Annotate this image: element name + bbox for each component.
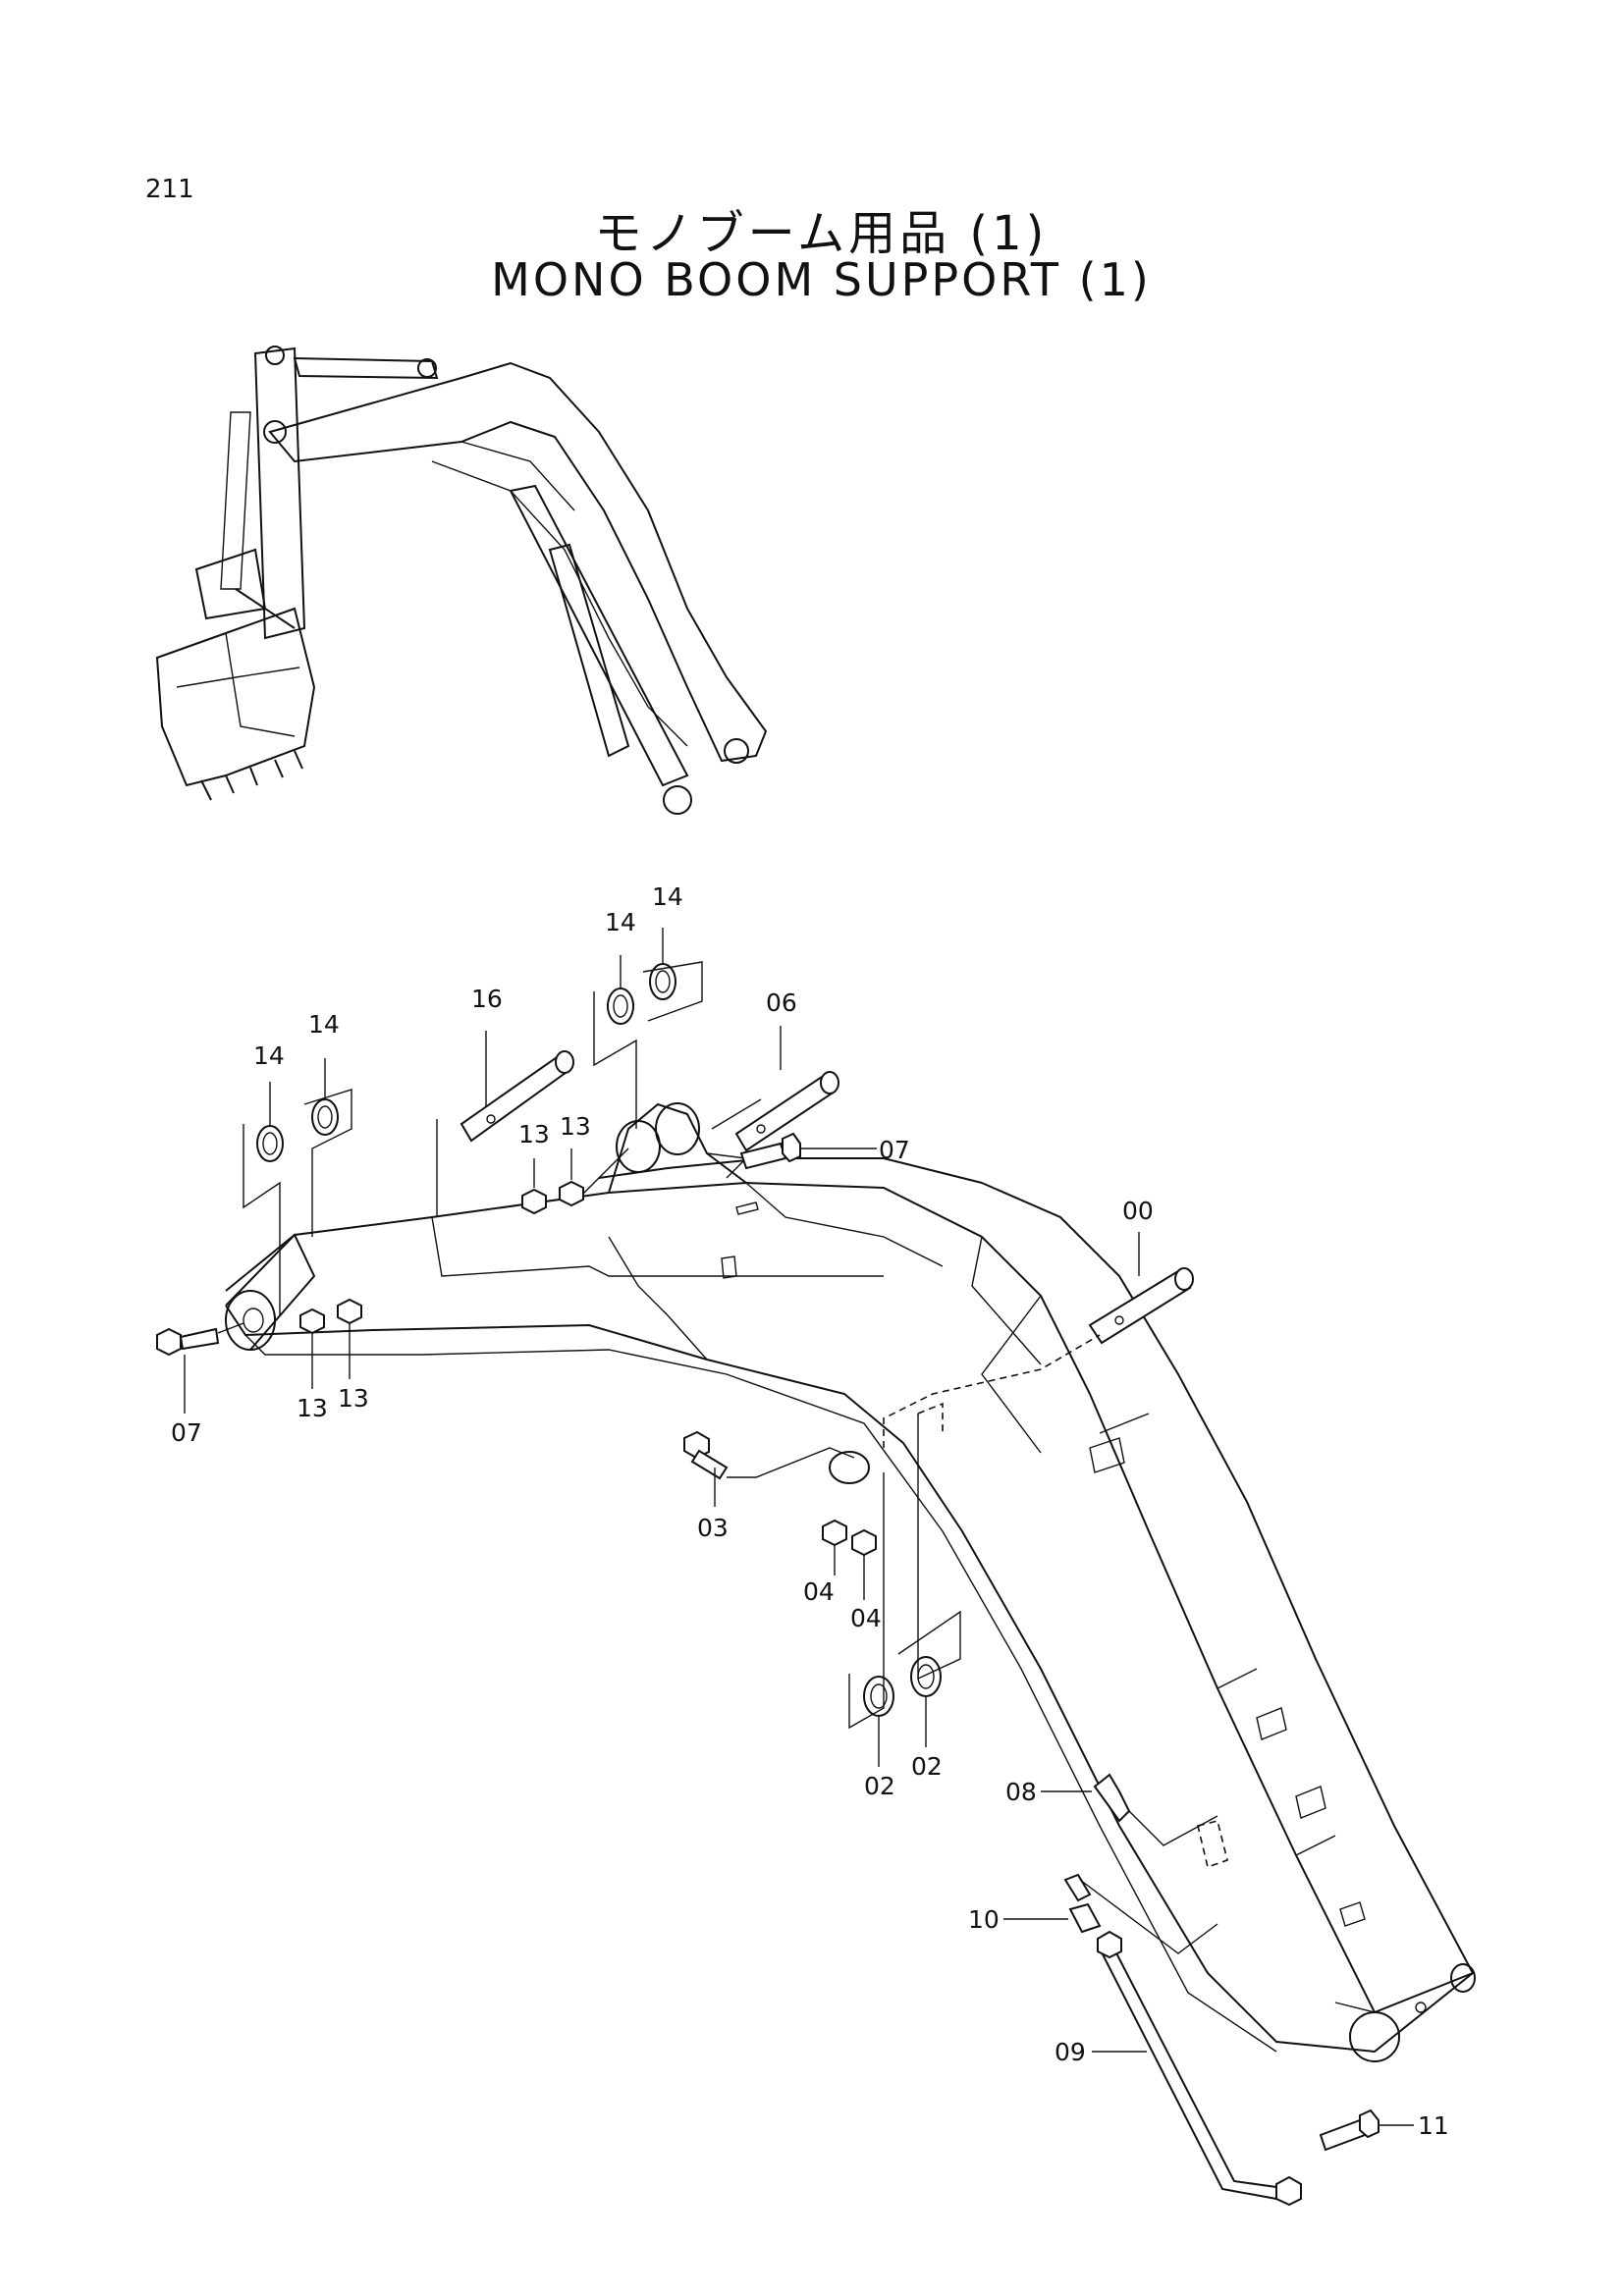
callout-04: 04 bbox=[850, 1604, 882, 1632]
callout-13: 13 bbox=[560, 1112, 591, 1141]
callout-07: 07 bbox=[171, 1418, 202, 1447]
callout-10: 10 bbox=[968, 1905, 1000, 1934]
callout-09: 09 bbox=[1055, 2038, 1086, 2066]
callout-16: 16 bbox=[471, 985, 503, 1013]
callout-07: 07 bbox=[879, 1136, 910, 1164]
parts bbox=[156, 963, 1380, 2207]
callout-04: 04 bbox=[803, 1577, 835, 1606]
callout-02: 02 bbox=[911, 1752, 943, 1781]
callout-13: 13 bbox=[297, 1394, 328, 1422]
callout-14: 14 bbox=[652, 882, 683, 911]
leader-lines bbox=[184, 928, 1414, 2126]
page-number: 211 bbox=[145, 175, 194, 204]
callout-13: 13 bbox=[338, 1384, 369, 1413]
title-english: MONO BOOM SUPPORT (1) bbox=[491, 253, 1152, 306]
callout-00: 00 bbox=[1122, 1197, 1154, 1225]
callout-labels: 14 14 14 14 16 06 13 13 07 00 07 13 13 0… bbox=[171, 882, 1449, 2140]
callout-14: 14 bbox=[308, 1010, 340, 1039]
callout-02: 02 bbox=[864, 1772, 895, 1800]
callout-03: 03 bbox=[697, 1514, 729, 1542]
callout-06: 06 bbox=[766, 988, 797, 1017]
callout-14: 14 bbox=[605, 908, 636, 936]
title-japanese: モノブーム用品 (1) bbox=[594, 206, 1049, 261]
callout-13: 13 bbox=[518, 1120, 550, 1148]
callout-08: 08 bbox=[1005, 1778, 1037, 1806]
mono-boom-illustration bbox=[225, 1102, 1476, 2062]
callout-14: 14 bbox=[253, 1041, 285, 1070]
overview-excavator-illustration bbox=[155, 346, 768, 815]
callout-11: 11 bbox=[1418, 2111, 1449, 2140]
